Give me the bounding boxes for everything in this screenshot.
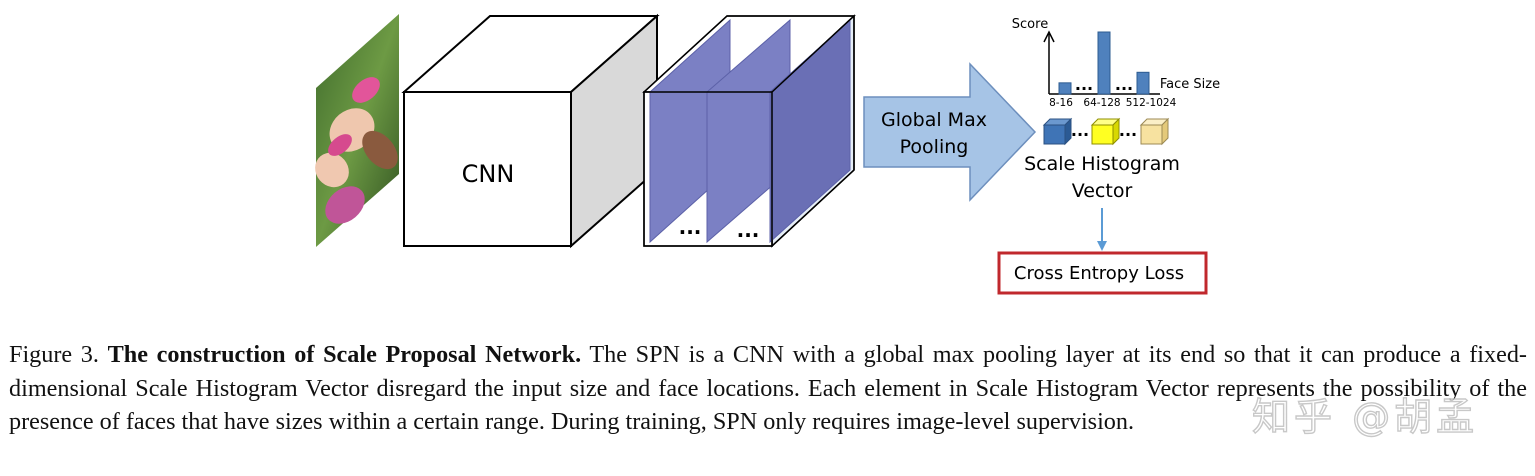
histogram-bar xyxy=(1058,82,1072,95)
cross-entropy-loss-box: Cross Entropy Loss xyxy=(997,251,1208,295)
histogram-bar xyxy=(1097,31,1111,95)
vector-label-line1: Scale Histogram xyxy=(1024,153,1180,175)
feature-ellipsis: ... xyxy=(679,215,702,239)
vector-ellipsis: ... xyxy=(1071,121,1089,140)
vector-label-line2: Vector xyxy=(1072,180,1133,202)
bin-label: 512-1024 xyxy=(1126,97,1177,109)
histogram-x-label: Face Size xyxy=(1160,77,1220,92)
caption-body: The SPN is a CNN with a global max pooli… xyxy=(9,341,1527,435)
scale-histogram-vector: ... ... Scale Histogram Vector xyxy=(1024,117,1180,202)
figure-title: The construction of Scale Proposal Netwo… xyxy=(107,341,582,368)
histogram-ellipsis: ... xyxy=(1075,75,1093,94)
bin-label: 64-128 xyxy=(1083,97,1120,109)
loss-label: Cross Entropy Loss xyxy=(1014,263,1184,284)
vector-ellipsis: ... xyxy=(1119,121,1137,140)
watermark: 知乎 @胡孟 xyxy=(1251,394,1479,439)
figure-number: Figure 3. xyxy=(9,341,99,368)
feature-ellipsis: ... xyxy=(737,218,760,242)
bin-label: 8-16 xyxy=(1049,97,1073,109)
histogram-bar xyxy=(1136,71,1150,95)
histogram-ellipsis: ... xyxy=(1115,75,1133,94)
vector-cube-blue xyxy=(1042,117,1073,146)
down-arrow-icon xyxy=(1097,208,1107,251)
pooling-label-line2: Pooling xyxy=(900,136,969,158)
feature-map-volume: ... ... xyxy=(642,14,856,248)
score-histogram: Score Face Size ... ... 8-16 64-128 512-… xyxy=(1012,17,1220,109)
vector-cube-yellow xyxy=(1090,117,1121,146)
global-max-pooling-arrow: Global Max Pooling xyxy=(863,62,1037,202)
cnn-block: CNN xyxy=(401,13,660,249)
pooling-label-line1: Global Max xyxy=(881,109,987,131)
input-photo xyxy=(315,14,399,247)
figure-caption: Figure 3. The construction of Scale Prop… xyxy=(9,338,1527,439)
spn-architecture-figure: CNN ... ... Global Max Pooling Score Fac… xyxy=(315,13,1220,295)
vector-cube-beige xyxy=(1139,117,1170,146)
cnn-label: CNN xyxy=(462,160,515,188)
histogram-y-label: Score xyxy=(1012,17,1048,32)
